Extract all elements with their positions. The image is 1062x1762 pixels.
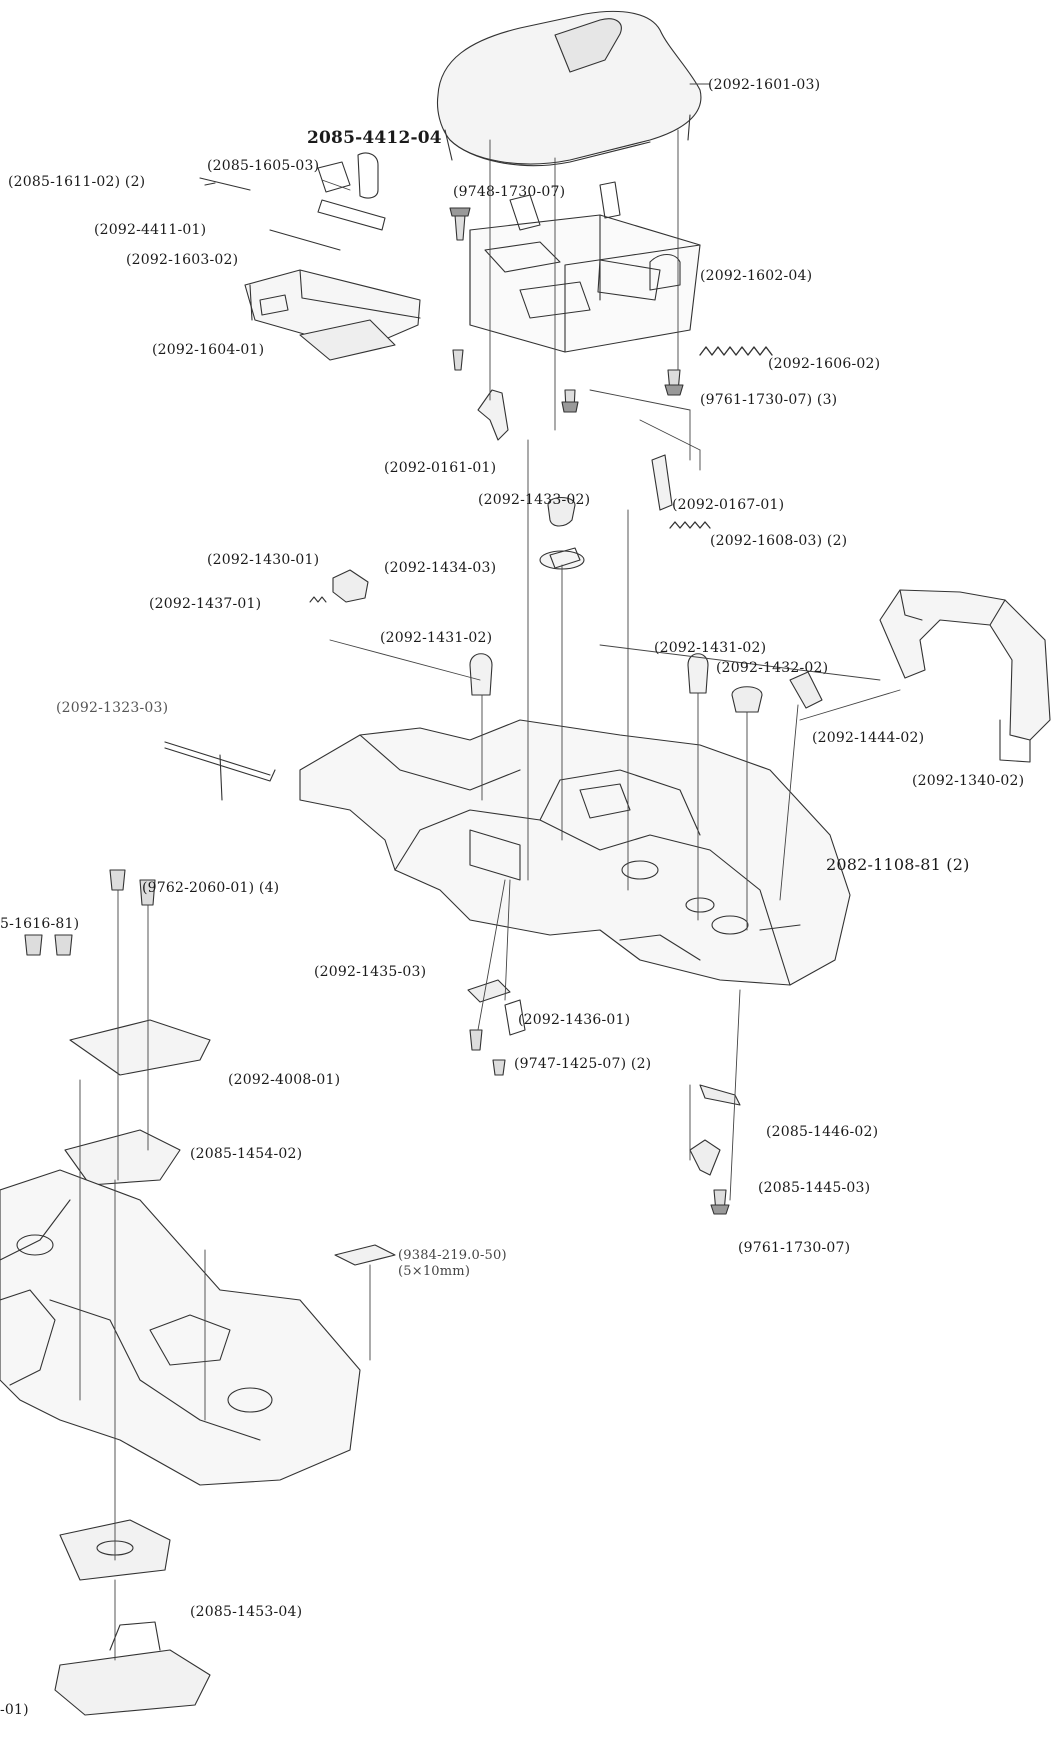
label-sticker-part (334, 1244, 396, 1266)
spring-part (699, 346, 773, 356)
part-label-2092-1435-03: (2092-1435-03) (314, 964, 427, 980)
lower-middle-small-parts (467, 979, 526, 1076)
part-label-9384-2190-50: (9384-219.0-50) (398, 1248, 507, 1263)
main-body-housing (299, 719, 851, 986)
part-label-partial-01: -01) (0, 1702, 29, 1718)
part-label-2082-1108-81: 2082-1108-81 (2) (826, 855, 970, 874)
part-label-9747-1425-07: (9747-1425-07) (2) (514, 1056, 652, 1072)
part-label-2092-1608-03: (2092-1608-03) (2) (710, 533, 848, 549)
part-label-2092-1323-03: (2092-1323-03) (56, 700, 169, 716)
part-label-2092-1430-01: (2092-1430-01) (207, 552, 320, 568)
part-label-2085-1453-04: (2085-1453-04) (190, 1604, 303, 1620)
part-label-2092-4008-01: (2092-4008-01) (228, 1072, 341, 1088)
part-label-5x10mm: (5×10mm) (398, 1264, 471, 1279)
part-label-2085-4412-04: 2085-4412-04 (307, 128, 442, 148)
part-label-2092-1432-02: (2092-1432-02) (716, 660, 829, 676)
part-label-5-1616-81: 5-1616-81) (0, 916, 80, 932)
part-label-2092-0167-01: (2092-0167-01) (672, 497, 785, 513)
part-label-2085-1445-03: (2085-1445-03) (758, 1180, 871, 1196)
left-subassembly (199, 152, 421, 361)
part-label-9748-1730-07: (9748-1730-07) (453, 184, 566, 200)
part-label-2085-1454-02: (2085-1454-02) (190, 1146, 303, 1162)
part-label-2085-1605-03: (2085-1605-03) (207, 158, 320, 174)
part-label-2085-1446-02: (2085-1446-02) (766, 1124, 879, 1140)
part-label-9762-2060-01: (9762-2060-01) (4) (142, 880, 280, 896)
push-buttons (469, 653, 823, 713)
part-label-9761-1730-07: (9761-1730-07) (738, 1240, 851, 1256)
lower-left-assembly (0, 869, 361, 1716)
part-label-2092-4411-01: (2092-4411-01) (94, 222, 207, 238)
part-label-2092-1437-01: (2092-1437-01) (149, 596, 262, 612)
part-label-2092-1434-03: (2092-1434-03) (384, 560, 497, 576)
part-label-2085-1611-02: (2085-1611-02) (2) (8, 174, 146, 190)
part-label-2092-1444-02: (2092-1444-02) (812, 730, 925, 746)
small-knob-parts (309, 569, 369, 603)
part-label-9761-1730-07-x3: (9761-1730-07) (3) (700, 392, 838, 408)
top-cover-part (436, 10, 702, 167)
part-label-2092-1606-02: (2092-1606-02) (768, 356, 881, 372)
part-label-2092-1431-02-right: (2092-1431-02) (654, 640, 767, 656)
handle-part (879, 589, 1051, 763)
part-label-2092-1433-02: (2092-1433-02) (478, 492, 591, 508)
part-label-2092-1603-02: (2092-1603-02) (126, 252, 239, 268)
thin-bar-part (164, 741, 276, 801)
lower-right-small-parts (689, 1084, 741, 1215)
middle-levers (477, 389, 711, 570)
upper-screws (449, 207, 684, 413)
part-label-2092-0161-01: (2092-0161-01) (384, 460, 497, 476)
part-label-2092-1604-01: (2092-1604-01) (152, 342, 265, 358)
part-label-2092-1601-03: (2092-1601-03) (708, 77, 821, 93)
part-label-2092-1340-02: (2092-1340-02) (912, 773, 1025, 789)
part-label-2092-1436-01: (2092-1436-01) (518, 1012, 631, 1028)
leader-lines (79, 83, 901, 1661)
upper-mechanism-block (469, 181, 701, 353)
part-label-2092-1431-02-left: (2092-1431-02) (380, 630, 493, 646)
part-label-2092-1602-04: (2092-1602-04) (700, 268, 813, 284)
